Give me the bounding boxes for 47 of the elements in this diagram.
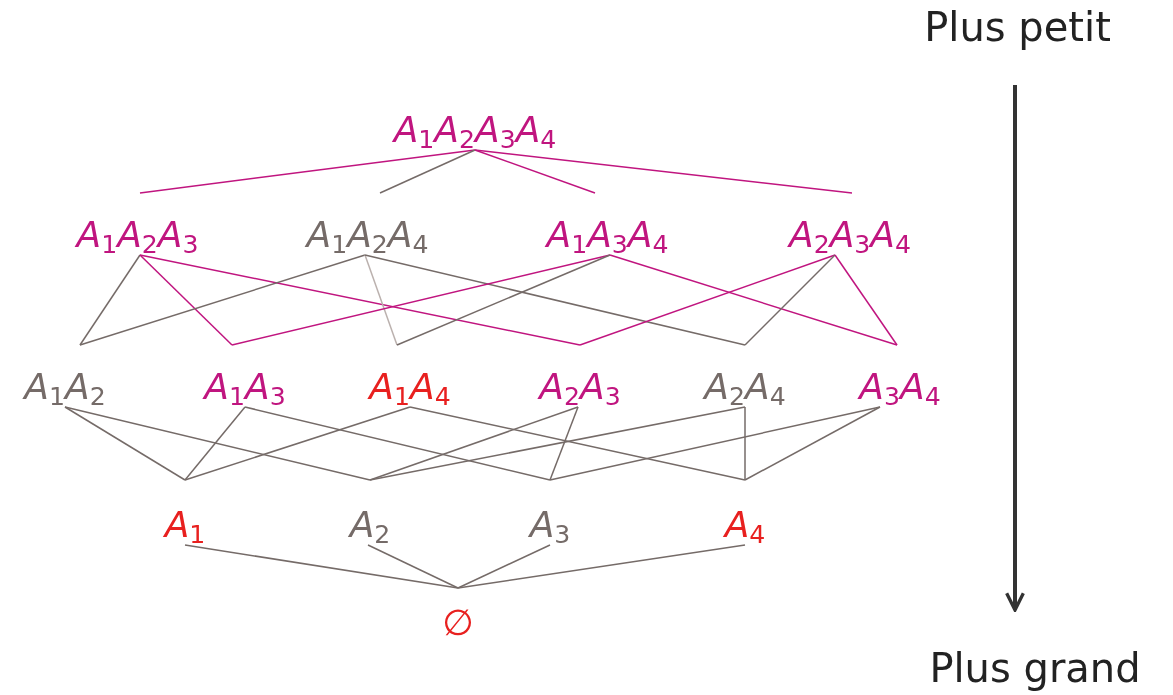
connector-line [457,544,746,589]
set-label: A$_{3}$ [529,505,571,545]
connector-line [744,254,836,346]
connector-line [139,254,581,346]
connector-line [474,149,853,194]
set-label: A$_{1}$A$_{3}$A$_{4}$ [546,215,669,255]
set-label: ∅ [442,603,474,643]
set-label: A$_{2}$A$_{3}$A$_{4}$ [789,215,911,255]
connector-line [184,406,411,481]
connector-line [744,406,881,481]
set-label: A$_{1}$A$_{3}$ [204,367,286,407]
set-label: A$_{1}$A$_{2}$A$_{3}$A$_{4}$ [393,110,557,150]
connector-line [184,406,246,481]
set-label: A$_{3}$A$_{4}$ [859,367,941,407]
axis-label: Plus petit [924,5,1111,49]
connector-line [79,254,366,346]
connector-line [364,254,398,346]
connector-line [834,254,898,346]
connector-line [364,254,746,346]
set-label: A$_{1}$A$_{2}$ [24,367,106,407]
set-label: A$_{2}$A$_{3}$ [539,367,621,407]
set-label: A$_{1}$A$_{2}$A$_{3}$ [76,215,199,255]
connector-line [474,149,596,194]
connector-line [549,406,579,481]
set-label: A$_{1}$A$_{2}$A$_{4}$ [306,215,429,255]
connector-line [367,544,459,589]
connector-line [396,254,611,346]
connector-line [579,254,836,346]
connector-line [139,149,476,194]
connector-line [609,254,898,346]
set-label: A$_{1}$ [164,505,206,545]
connector-line [184,544,459,589]
set-label: A$_{1}$A$_{4}$ [369,367,451,407]
connector-line [369,406,579,481]
set-label: A$_{2}$ [349,505,391,545]
set-label: A$_{2}$A$_{4}$ [704,367,786,407]
connector-line [379,149,476,194]
connector-line [139,254,233,346]
set-label: A$_{4}$ [724,505,766,545]
connector-line [457,544,551,589]
connector-line [244,406,551,481]
axis-label: Plus grand [929,646,1141,690]
connector-line [64,406,186,481]
connector-line [64,406,371,481]
connector-line [744,406,746,481]
connector-line [79,254,141,346]
arrow [1005,85,1025,612]
